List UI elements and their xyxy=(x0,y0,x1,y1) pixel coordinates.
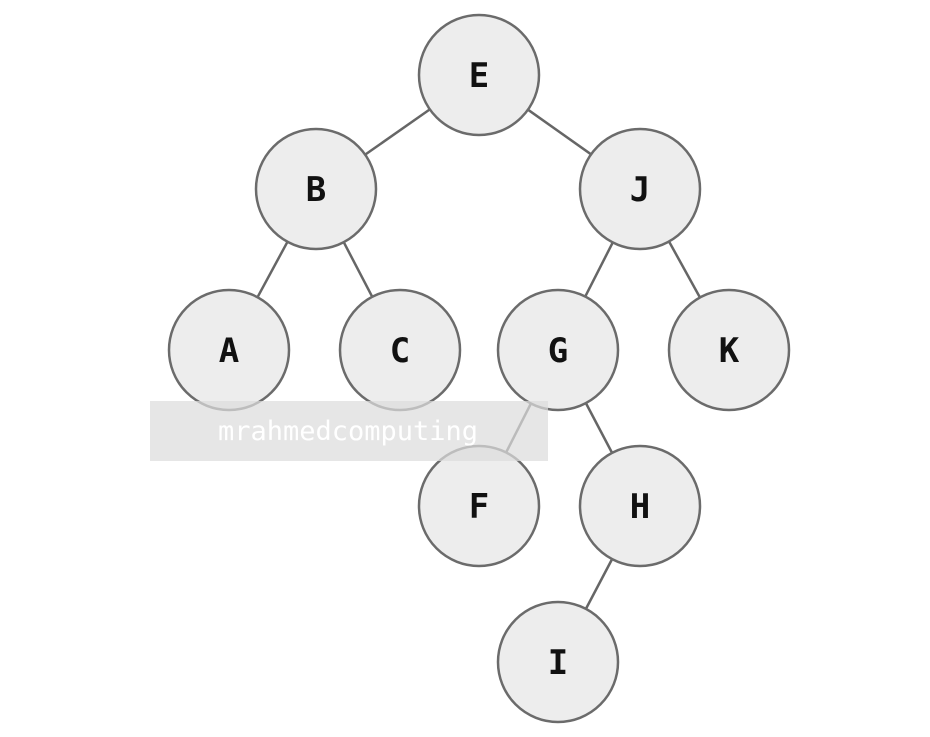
node-label-a: A xyxy=(219,331,239,371)
tree-node-f: F xyxy=(417,444,541,568)
edge-b-c xyxy=(342,241,374,298)
edge-e-j xyxy=(527,108,592,156)
edge-h-i xyxy=(584,558,614,610)
watermark: mrahmedcomputing xyxy=(150,401,548,461)
watermark-text: mrahmedcomputing xyxy=(218,416,478,447)
edge-e-b xyxy=(364,108,431,156)
edge-b-a xyxy=(256,241,289,298)
tree-node-i: I xyxy=(496,600,620,724)
edge-j-k xyxy=(667,240,702,299)
edge-j-g xyxy=(584,241,614,298)
node-label-c: C xyxy=(390,331,410,371)
edge-g-h xyxy=(584,402,614,454)
tree-node-a: A xyxy=(167,288,291,412)
node-label-f: F xyxy=(469,487,489,527)
node-circle-j xyxy=(578,127,702,251)
tree-node-g: G xyxy=(496,288,620,412)
node-label-g: G xyxy=(548,331,568,371)
node-label-j: J xyxy=(630,170,650,210)
node-label-i: I xyxy=(548,643,568,683)
tree-node-b: B xyxy=(254,127,378,251)
node-label-b: B xyxy=(306,170,326,210)
node-circle-e xyxy=(417,13,541,137)
tree-node-c: C xyxy=(338,288,462,412)
node-label-e: E xyxy=(469,56,489,96)
node-circle-k xyxy=(667,288,791,412)
tree-node-j: J xyxy=(578,127,702,251)
node-circle-h xyxy=(578,444,702,568)
node-circle-b xyxy=(254,127,378,251)
node-label-k: K xyxy=(719,331,740,371)
watermark-background xyxy=(150,401,548,461)
node-label-h: H xyxy=(630,487,650,527)
node-circle-i xyxy=(496,600,620,724)
node-circle-g xyxy=(496,288,620,412)
tree-node-h: H xyxy=(578,444,702,568)
tree-node-e: E xyxy=(417,13,541,137)
tree-nodes: E B J A C G K F H I xyxy=(167,13,791,724)
tree-node-k: K xyxy=(667,288,791,412)
